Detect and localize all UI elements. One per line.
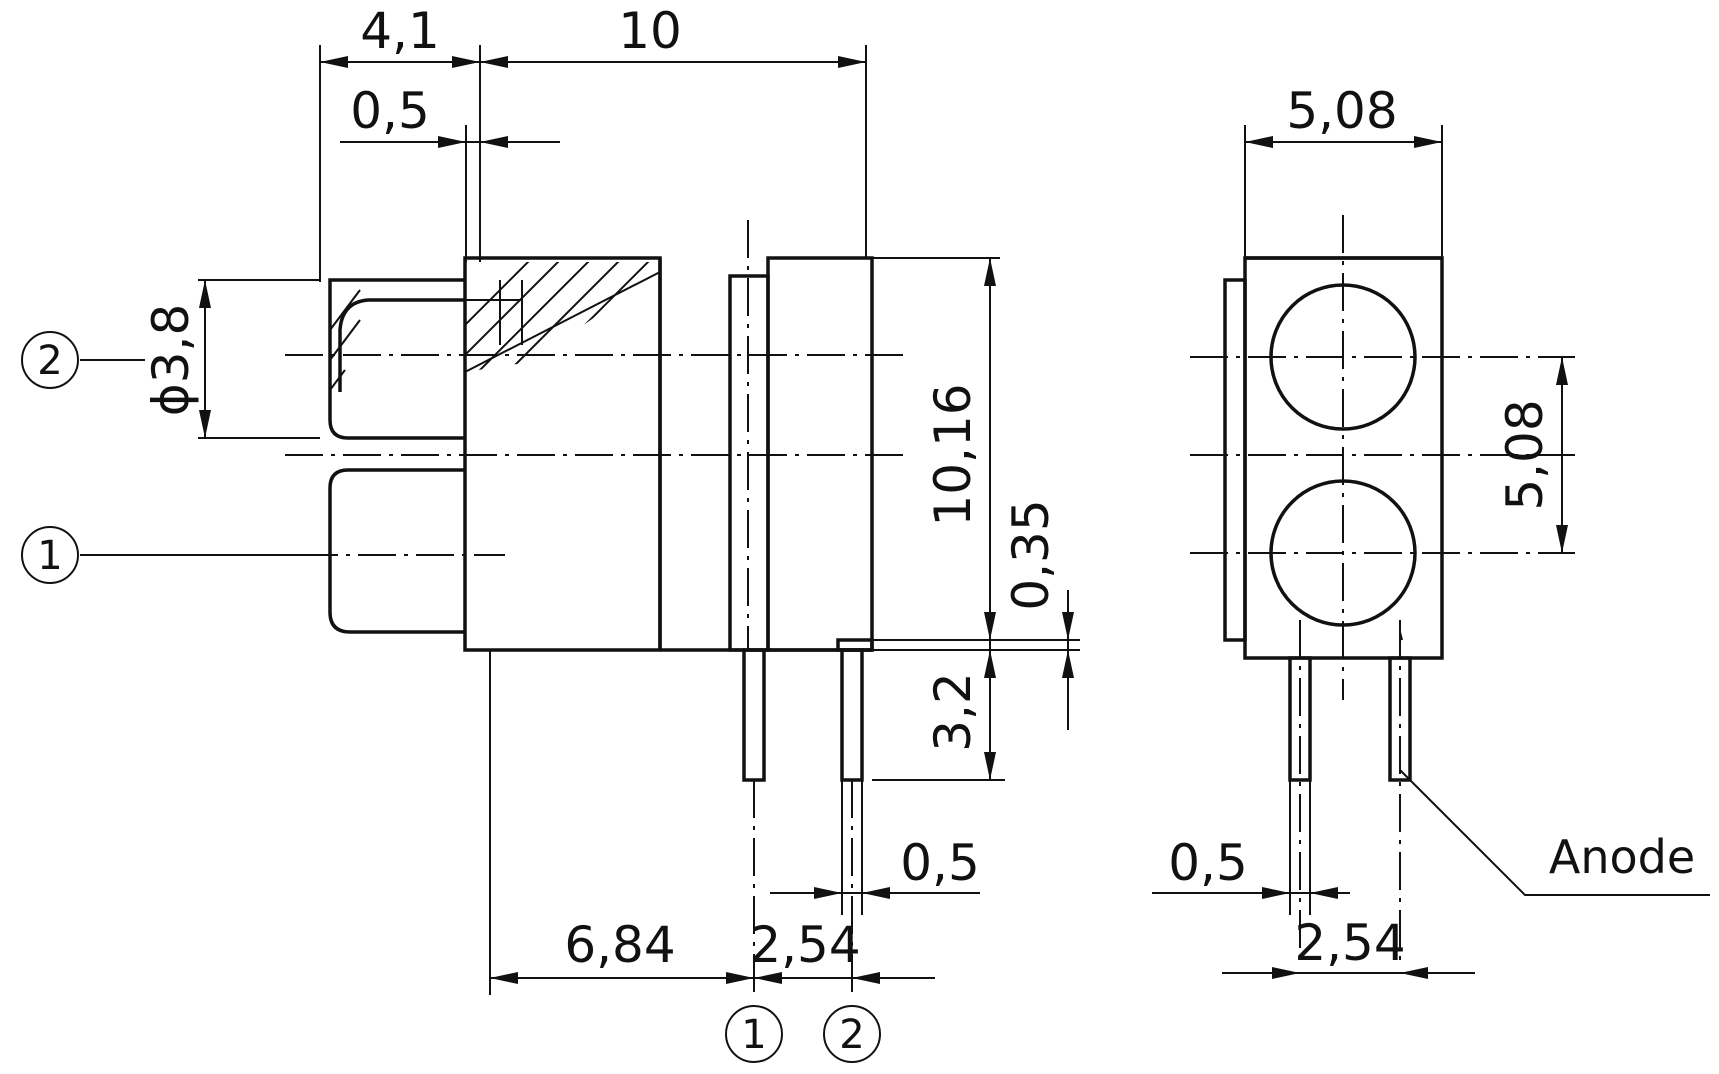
marker-1-left: 1 [21, 526, 300, 584]
dim-2-54-side: 2,54 [749, 916, 860, 974]
side-view-dimension-labels: 4,1 10 0,5 ϕ3,8 10,16 0,35 3,2 0,5 6,84 … [142, 2, 1060, 974]
dim-0-5-front: 0,5 [1168, 834, 1248, 892]
front-view-dimension-lines [1152, 136, 1568, 979]
dim-0-5-bottom: 0,5 [900, 834, 980, 892]
front-view-centerlines [1190, 215, 1575, 700]
front-view-housing [1223, 256, 1444, 660]
dim-4-1: 4,1 [360, 2, 440, 60]
dim-0-35: 0,35 [1002, 499, 1060, 610]
marker-1-bottom: 1 [725, 1005, 783, 1063]
section-hatching [465, 262, 660, 372]
dim-5-08-top: 5,08 [1286, 82, 1397, 140]
svg-text:2: 2 [37, 338, 62, 384]
front-view-leads [1288, 620, 1412, 960]
lens-cap-hatching [329, 289, 361, 391]
svg-text:2: 2 [839, 1012, 864, 1058]
lens-1-profile [328, 468, 465, 634]
dim-6-84: 6,84 [564, 916, 675, 974]
lens-2-profile [328, 271, 661, 440]
dim-5-08-side: 5,08 [1496, 399, 1554, 510]
side-view-centerlines [285, 220, 905, 650]
marker-2-left: 2 [21, 331, 145, 389]
dim-phi-3-8: ϕ3,8 [142, 304, 200, 417]
anode-leader [1399, 631, 1710, 896]
dim-2-54-front: 2,54 [1294, 914, 1405, 972]
dim-10-16: 10,16 [924, 383, 982, 526]
side-view: 4,1 10 0,5 ϕ3,8 10,16 0,35 3,2 0,5 6,84 … [21, 2, 1080, 1063]
side-view-dimension-lines [199, 56, 1074, 984]
marker-2-bottom: 2 [823, 1005, 881, 1063]
dim-0-5-top: 0,5 [350, 82, 430, 140]
anode-label: Anode [1549, 830, 1695, 884]
front-view: 5,08 5,08 0,5 2,54 Anode [1152, 82, 1710, 979]
dim-3-2: 3,2 [924, 672, 982, 752]
dim-10: 10 [618, 2, 682, 60]
svg-text:1: 1 [37, 533, 62, 579]
svg-text:1: 1 [741, 1012, 766, 1058]
side-view-leads [742, 648, 864, 1000]
front-view-dimension-labels: 5,08 5,08 0,5 2,54 Anode [1168, 82, 1695, 972]
